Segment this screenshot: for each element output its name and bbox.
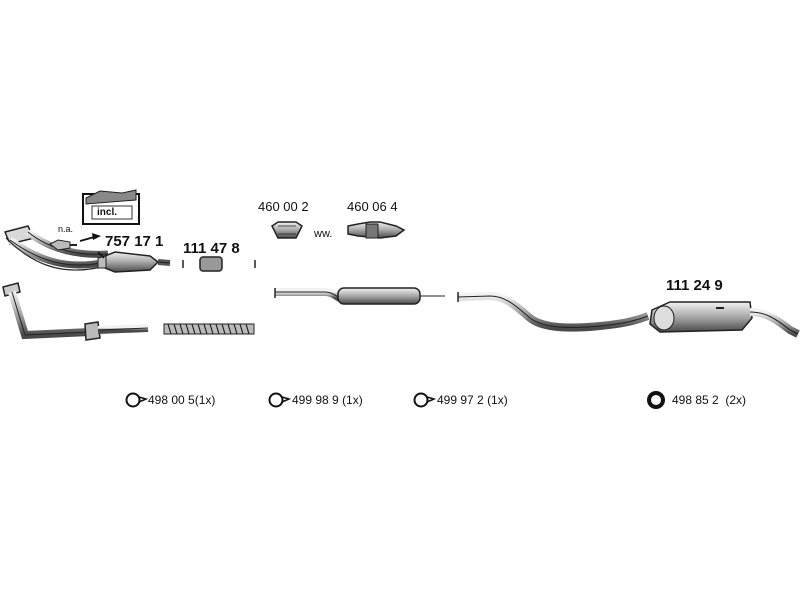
adapter-b-part-number: 460 06 4	[347, 199, 398, 214]
flex-pipe	[182, 256, 256, 272]
middle-silencer	[274, 287, 445, 305]
catalytic-converter	[97, 251, 171, 273]
hardware-part-number: 499 98 9	[292, 393, 339, 407]
hardware-part-number: 498 85 2	[672, 393, 719, 407]
rubber-ring-icon	[647, 391, 665, 409]
lambda-sensor-icon	[49, 233, 105, 259]
hardware-part-number: 498 00 5	[148, 393, 195, 407]
hardware-qty: (1x)	[194, 393, 216, 407]
rear-silencer	[457, 291, 800, 338]
rear-silencer-part-number: 111 24 9	[666, 277, 723, 294]
hardware-item: 499 97 2 (1x)	[437, 393, 508, 407]
hardware-qty: (2x)	[725, 393, 747, 407]
flex-pipe-part-number: 111 47 8	[183, 240, 240, 257]
hardware-item: 498 85 2 (2x)	[672, 393, 746, 407]
adapter-460064	[347, 221, 406, 239]
adapter-460002	[271, 221, 303, 239]
hardware-item: 499 98 9 (1x)	[292, 393, 363, 407]
adapter-a-part-number: 460 00 2	[258, 199, 309, 214]
na-label: n.a.	[58, 224, 74, 234]
front-pipe-part-number: 757 17 1	[105, 233, 164, 250]
hardware-qty: (1x)	[487, 393, 508, 407]
downpipe	[2, 282, 149, 341]
alternative-label: ww.	[314, 228, 333, 240]
hardware-qty: (1x)	[342, 393, 363, 407]
clamp-icon	[413, 392, 437, 408]
clamp-icon	[125, 392, 149, 408]
manifold-front-pipe	[3, 225, 109, 271]
clamp-icon	[268, 392, 292, 408]
hardware-item: 498 00 5(1x)	[148, 393, 215, 407]
flexible-bellows	[163, 323, 255, 335]
incl-label: incl.	[97, 207, 118, 218]
incl-kit-box	[82, 189, 140, 225]
hardware-part-number: 499 97 2	[437, 393, 484, 407]
